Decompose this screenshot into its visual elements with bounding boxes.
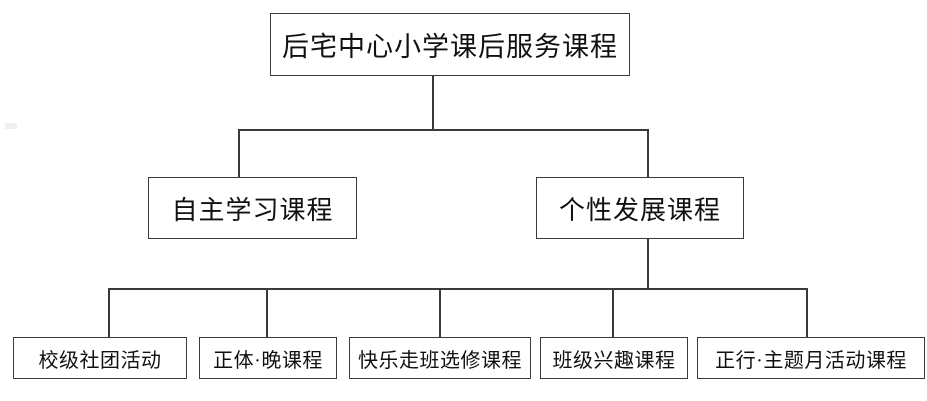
node-leaf-happy-elective-course[interactable]: 快乐走班选修课程: [349, 337, 531, 379]
connector-level2-left-drop: [238, 129, 240, 178]
node-level2-personal-development[interactable]: 个性发展课程: [536, 177, 744, 239]
connector-leaf-drop-3: [439, 288, 441, 338]
connector-leaf-drop-4: [612, 288, 614, 338]
connector-root-stem: [432, 76, 434, 130]
connector-leaf-drop-1: [108, 288, 110, 338]
connector-level2-bus: [238, 129, 649, 131]
node-level2-self-directed-study[interactable]: 自主学习课程: [148, 177, 357, 239]
node-leaf-evening-course[interactable]: 正体·晚课程: [199, 337, 337, 379]
node-leaf-theme-month-activity-course[interactable]: 正行·主题月活动课程: [697, 337, 925, 379]
scan-artifact: [5, 123, 17, 129]
node-leaf-school-club-activity[interactable]: 校级社团活动: [13, 337, 187, 379]
connector-leaf-drop-5: [806, 288, 808, 338]
connector-leaf-bus: [108, 288, 807, 290]
node-leaf-class-interest-course[interactable]: 班级兴趣课程: [540, 337, 688, 379]
connector-level2-right-drop: [647, 129, 649, 178]
connector-leaf-drop-2: [266, 288, 268, 338]
connector-level2-right-stem: [647, 239, 649, 289]
node-root[interactable]: 后宅中心小学课后服务课程: [270, 13, 630, 76]
